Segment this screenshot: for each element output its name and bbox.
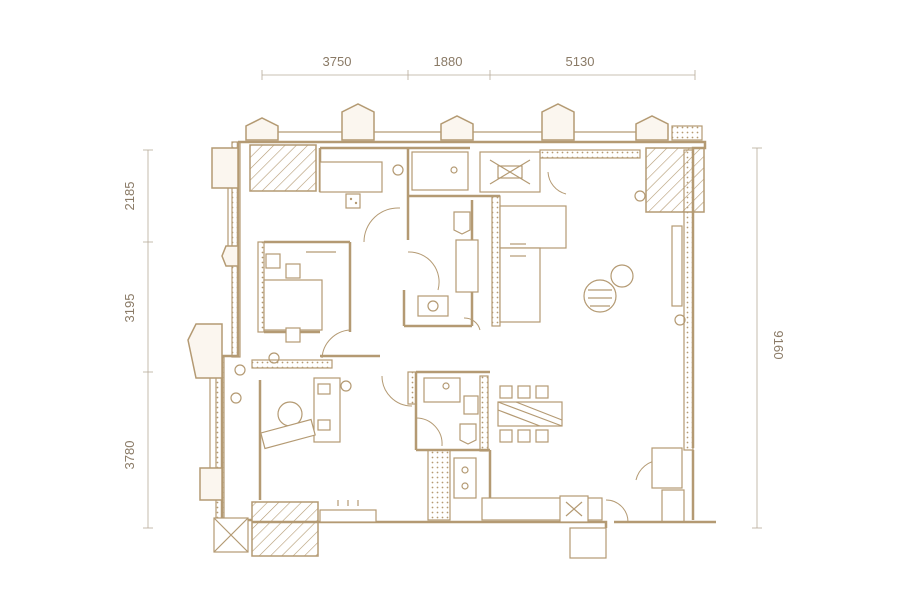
dim-left-2: 3195 [122,294,137,323]
dim-left-3: 3780 [122,441,137,470]
bay-windows-left [187,147,239,501]
balcony-hatch-bottom-left [251,501,319,557]
study-furniture [230,364,352,450]
outer-walls [215,140,707,528]
balcony-hatch-top-left [249,144,317,192]
bathroom-center-fixtures [423,377,479,445]
kitchen-counter-top [499,205,567,323]
bathroom-top-fixtures [411,151,479,317]
dimension-left: 2185 3195 3780 [122,149,153,529]
right-wall-stubs [660,125,716,524]
bedroom-1-furniture [319,161,404,209]
bedroom-2-furniture [263,251,336,364]
living-room-furniture [583,190,686,326]
storage-top [479,151,541,193]
dim-left-1: 2185 [122,182,137,211]
kitchen-bottom-fixtures [319,447,685,559]
dining-table [497,385,563,443]
balcony-hatch-top-right [645,147,705,213]
bay-windows-top [245,103,669,141]
dimension-top: 3750 1880 5130 [261,54,696,80]
dim-top-2: 1880 [434,54,463,69]
dimension-right: 9160 [752,147,786,529]
dim-right-1: 9160 [771,331,786,360]
dim-top-3: 5130 [566,54,595,69]
dim-top-1: 3750 [323,54,352,69]
